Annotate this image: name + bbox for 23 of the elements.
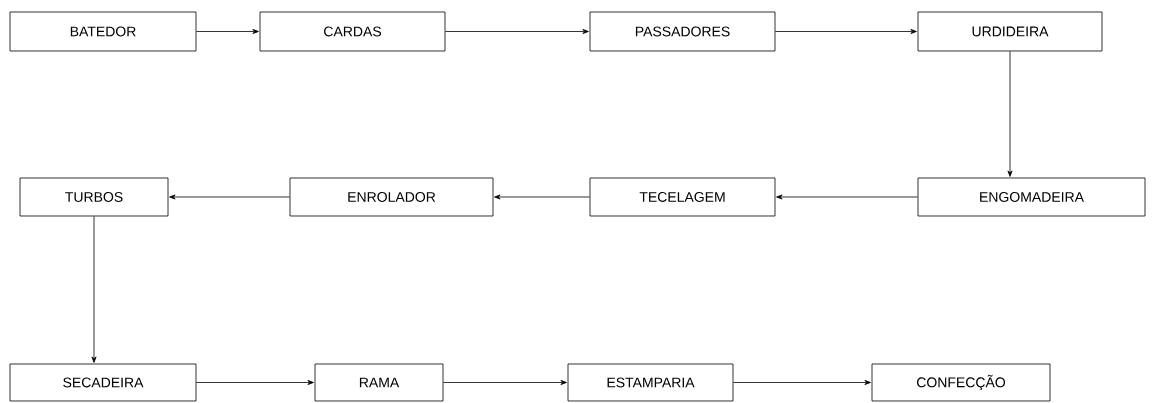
arrow bbox=[733, 380, 871, 385]
process-box: CONFECÇÃO bbox=[871, 363, 1051, 402]
process-box: ENROLADOR bbox=[289, 177, 494, 217]
arrow bbox=[445, 29, 589, 34]
process-box: SECADEIRA bbox=[9, 363, 197, 402]
arrow bbox=[443, 380, 567, 385]
process-box: BATEDOR bbox=[9, 11, 197, 52]
process-box: TECELAGEM bbox=[589, 177, 776, 217]
arrow bbox=[494, 194, 590, 200]
arrow bbox=[196, 380, 314, 385]
process-box: TURBOS bbox=[19, 177, 169, 217]
arrow bbox=[776, 194, 918, 200]
process-box: CARDAS bbox=[259, 11, 446, 52]
process-box: ENGOMADEIRA bbox=[917, 177, 1146, 217]
process-box: ESTAMPARIA bbox=[567, 363, 734, 402]
process-box: PASSADORES bbox=[589, 11, 776, 52]
process-box: URDIDEIRA bbox=[917, 11, 1103, 52]
arrow bbox=[1007, 51, 1013, 177]
arrow bbox=[169, 194, 290, 200]
process-box: RAMA bbox=[314, 363, 444, 402]
arrow bbox=[91, 216, 97, 363]
arrow bbox=[775, 29, 917, 34]
arrow bbox=[196, 29, 259, 34]
